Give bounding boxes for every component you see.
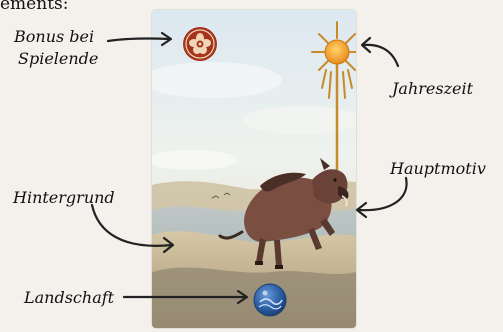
arrow-season xyxy=(364,45,398,66)
arrow-main-motif xyxy=(358,178,407,210)
arrow-background xyxy=(92,205,172,246)
arrow-bonus xyxy=(108,38,170,41)
